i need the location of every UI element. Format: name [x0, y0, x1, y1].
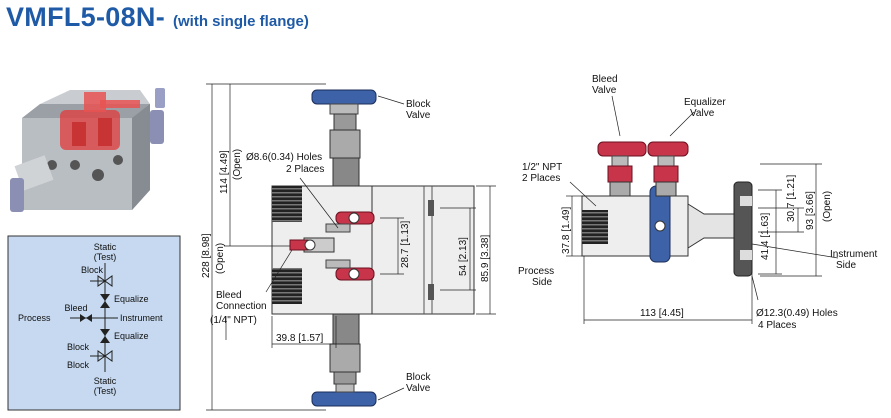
npt-line1: 1/2" NPT: [522, 162, 562, 173]
schematic-equalize-bottom: Equalize: [114, 331, 149, 341]
page-title: VMFL5-08N- (with single flange): [6, 2, 309, 33]
front-view-drawing: Block Valve Block Valve Ø8.6(0.34) Holes…: [201, 83, 496, 411]
block-valve-top-line2: Valve: [406, 110, 431, 121]
dim-114: 114 [4.49]: [219, 150, 230, 194]
block-valve-bottom-line2: Valve: [406, 383, 431, 394]
static-top-line1: Static: [94, 242, 117, 252]
dim-41-4: 41.4 [1.63]: [760, 213, 771, 260]
dim-39-8: 39.8 [1.57]: [276, 333, 323, 344]
process-side-line2: Side: [532, 277, 552, 288]
side-holes-line1: Ø12.3(0.49) Holes: [756, 308, 838, 319]
schematic-block-top: Block: [81, 265, 104, 275]
schematic-block-bottom-b: Block: [67, 360, 90, 370]
bleed-connection-line2: Connection: [216, 301, 267, 312]
side-holes-line2: 4 Places: [758, 320, 796, 331]
dim-open-b: (Open): [215, 243, 226, 274]
side-view-drawing: Bleed Valve Equalizer Valve 1/2" NPT 2 P…: [518, 74, 877, 331]
model-name: VMFL5-08N-: [6, 2, 166, 32]
equalizer-valve-line1: Equalizer: [684, 97, 726, 108]
block-valve-bottom-line1: Block: [406, 372, 431, 383]
model-variant: (with single flange): [173, 13, 309, 30]
instrument-side-line2: Side: [836, 260, 856, 271]
schematic-equalize-top: Equalize: [114, 294, 149, 304]
valve-schematic: Static (Test) Block Equalize Bleed Proce…: [7, 235, 181, 411]
static-top-line2: (Test): [94, 252, 117, 262]
equalizer-valve-line2: Valve: [690, 108, 715, 119]
block-valve-top-line1: Block: [406, 99, 431, 110]
dim-30-7: 30.7 [1.21]: [786, 175, 797, 222]
instrument-side-line1: Instrument: [830, 249, 877, 260]
bleed-valve-line2: Valve: [592, 85, 617, 96]
dim-85-9: 85.9 [3.38]: [480, 235, 491, 282]
static-bottom-line2: (Test): [94, 386, 117, 396]
dim-93: 93 [3.66]: [805, 191, 816, 230]
dim-54: 54 [2.13]: [458, 237, 469, 276]
dim-open-a: (Open): [232, 149, 243, 180]
front-holes-line2: 2 Places: [286, 164, 324, 175]
schematic-process: Process: [18, 313, 51, 323]
front-holes-line1: Ø8.6(0.34) Holes: [246, 152, 322, 163]
bleed-valve-line1: Bleed: [592, 74, 618, 85]
dim-228: 228 [8.98]: [201, 233, 212, 278]
dim-open-side: (Open): [822, 191, 833, 222]
schematic-bleed: Bleed: [64, 303, 87, 313]
schematic-instrument: Instrument: [120, 313, 163, 323]
dim-28-7: 28.7 [1.13]: [400, 221, 411, 268]
npt-line2: 2 Places: [522, 173, 560, 184]
manifold-3d-render: [10, 88, 165, 212]
static-bottom-line1: Static: [94, 376, 117, 386]
schematic-block-bottom-a: Block: [67, 342, 90, 352]
bleed-connection-line3: (1/4" NPT): [210, 315, 257, 326]
dim-113: 113 [4.45]: [640, 308, 684, 319]
bleed-connection-line1: Bleed: [216, 290, 242, 301]
process-side-line1: Process: [518, 266, 554, 277]
dim-37-8: 37.8 [1.49]: [561, 207, 572, 254]
